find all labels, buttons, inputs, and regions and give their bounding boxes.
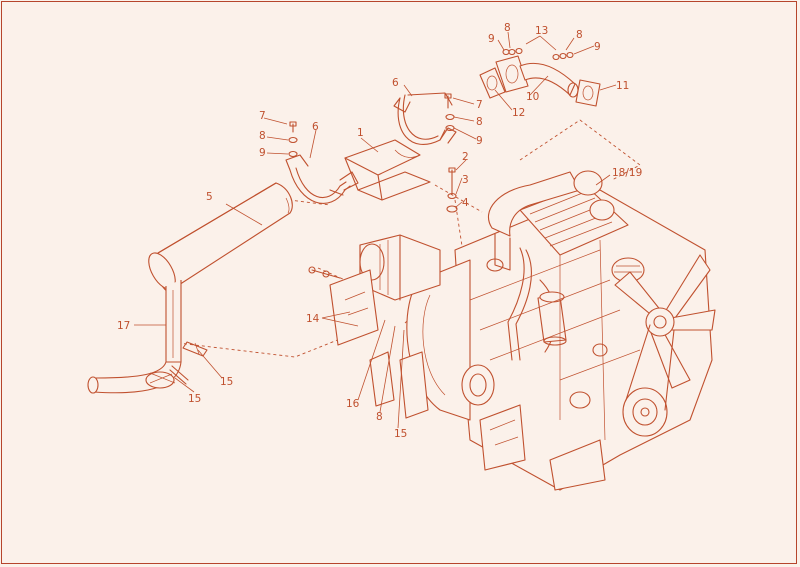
callout-11: 11 (616, 80, 629, 92)
callout-12: 12 (512, 107, 525, 119)
callout-7-right: 7 (476, 99, 483, 111)
left-band-clamp (285, 121, 359, 204)
callout-15-clamp: 15 (188, 393, 201, 405)
callout-9-right: 9 (476, 135, 483, 147)
callout-8-top-left: 8 (504, 22, 511, 34)
callout-6-left: 6 (312, 121, 319, 133)
callout-3: 3 (462, 174, 469, 186)
callout-18-19: 18/19 (612, 167, 642, 179)
callout-16: 16 (346, 398, 360, 410)
callout-17: 17 (117, 320, 130, 332)
upper-clamp-parts (344, 92, 458, 213)
callout-8-right: 8 (476, 116, 483, 128)
callout-14: 14 (306, 313, 320, 325)
callout-9-left: 9 (259, 147, 266, 159)
callout-8-bottom: 8 (376, 411, 383, 423)
callout-8-top-right: 8 (576, 29, 583, 41)
callout-4: 4 (462, 197, 469, 209)
callout-5: 5 (206, 191, 213, 203)
leader-lines (134, 31, 617, 429)
callout-9-top-left: 9 (488, 33, 495, 45)
callout-6-upper: 6 (392, 77, 399, 89)
exhaust-pipe-flanges (479, 47, 601, 107)
callout-1: 1 (357, 127, 364, 139)
callout-9-top-right: 9 (594, 41, 601, 53)
callout-13: 13 (535, 25, 548, 37)
callout-8-left: 8 (259, 130, 266, 142)
callout-7-left: 7 (259, 110, 266, 122)
callout-2: 2 (462, 151, 469, 163)
cooling-fan (614, 254, 716, 389)
engine-block (308, 170, 716, 491)
callout-15-support: 15 (394, 428, 407, 440)
callout-labels: 1 2 3 4 5 6 6 7 7 8 8 8 8 8 9 9 9 9 10 1… (117, 22, 642, 440)
muffler-assembly (87, 182, 293, 394)
callout-15-bracket: 15 (220, 376, 233, 388)
callout-10: 10 (526, 91, 539, 103)
